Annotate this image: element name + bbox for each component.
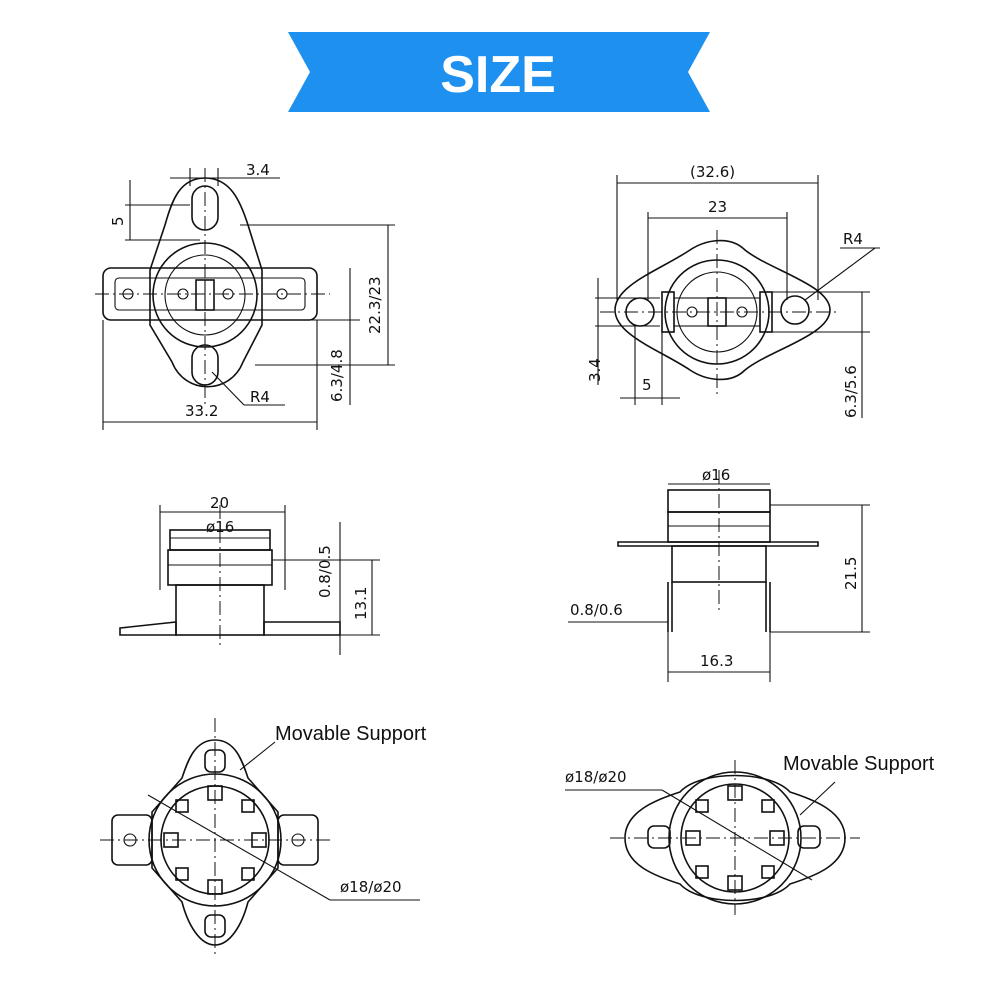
dim-mid-right-height: 21.5: [842, 557, 860, 590]
mid-right-view: ø16 21.5 0.8/0.6 16.3: [568, 466, 870, 682]
dim-mid-right-leg-spacing: 16.3: [700, 652, 733, 670]
dim-top-left-terminal: 6.3/4.8: [328, 349, 346, 402]
dim-top-left-hole-width: 3.4: [246, 161, 270, 179]
dim-bottom-right-diameter: ø18/ø20: [565, 768, 627, 786]
size-banner: SIZE: [288, 32, 710, 112]
dim-top-right-hole-spacing: 23: [708, 198, 727, 216]
dim-top-left-width: 33.2: [185, 402, 218, 420]
dim-mid-left-diameter: ø16: [206, 518, 234, 536]
dim-top-right-overall: (32.6): [690, 163, 735, 181]
callout-bottom-left-support: Movable Support: [275, 723, 427, 745]
top-right-view: (32.6) 23 R4 3.4 5 6.3/5.6: [586, 163, 880, 418]
dim-top-left-hole-offset: 5: [109, 216, 127, 226]
dim-mid-left-flange: 20: [210, 494, 229, 512]
dim-top-left-radius: R4: [250, 388, 270, 406]
dim-top-right-terminal-width: 3.4: [586, 358, 604, 382]
dim-mid-left-thickness: 0.8/0.5: [316, 545, 334, 598]
banner-ribbon: [288, 32, 710, 112]
dim-top-right-hole-offset: 5: [642, 376, 652, 394]
bottom-left-view: Movable Support ø18/ø20: [100, 718, 427, 955]
bottom-right-view: Movable Support ø18/ø20: [565, 753, 935, 915]
dim-top-right-radius: R4: [843, 230, 863, 248]
dim-top-right-terminal: 6.3/5.6: [842, 365, 860, 418]
mid-left-view: 20 ø16 0.8/0.5 13.1: [119, 494, 380, 655]
dim-mid-left-height: 13.1: [352, 587, 370, 620]
top-left-view: 3.4 5 22.3/23 6.3/4.8 33.2 R4: [95, 161, 395, 430]
dim-top-left-height: 22.3/23: [366, 276, 384, 334]
dim-bottom-left-diameter: ø18/ø20: [340, 878, 402, 896]
dim-mid-right-diameter: ø16: [702, 466, 730, 484]
dim-mid-right-thickness: 0.8/0.6: [570, 601, 623, 619]
banner-title: SIZE: [440, 46, 556, 104]
callout-bottom-right-support: Movable Support: [783, 753, 935, 775]
